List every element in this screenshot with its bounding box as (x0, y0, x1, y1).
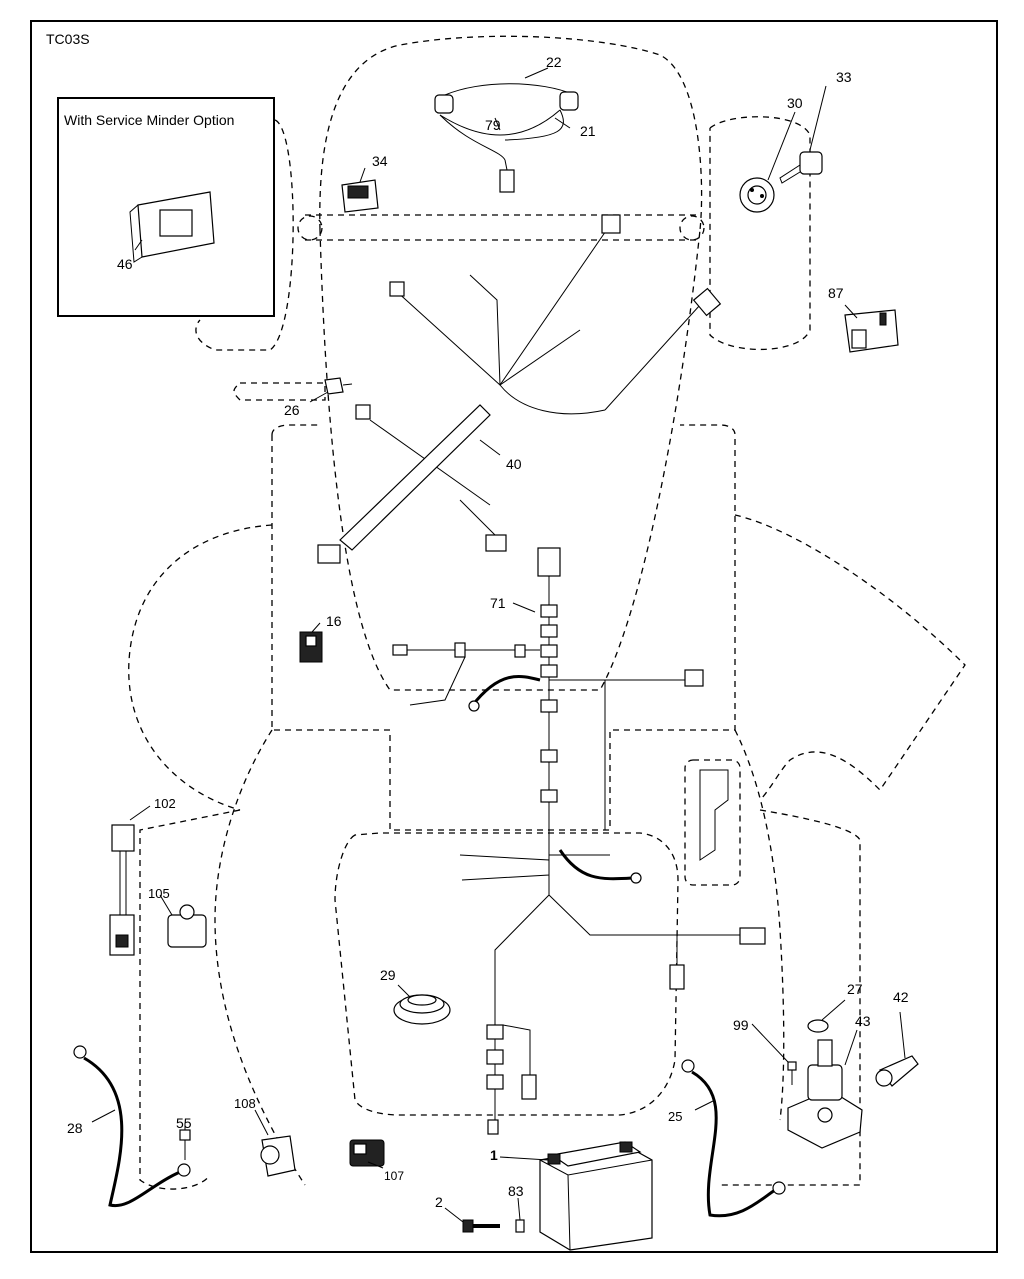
inset-title: With Service Minder Option (64, 112, 234, 128)
diagram-frame (30, 20, 998, 1253)
hour-meter-46-inset (129, 191, 215, 263)
callout-16: 16 (326, 613, 342, 629)
harness-71 (392, 547, 704, 870)
lower-harness (459, 849, 766, 1135)
callout-28: 28 (67, 1120, 83, 1136)
callout-34: 34 (372, 153, 388, 169)
switch-87 (844, 309, 899, 353)
callout-26: 26 (284, 402, 300, 418)
callout-105: 105 (148, 886, 170, 901)
callout-1: 1 (490, 1147, 498, 1163)
fuse-26 (324, 377, 353, 395)
callout-102: 102 (154, 796, 176, 811)
main-harness-40 (317, 214, 722, 564)
cable-102 (109, 824, 135, 956)
callout-40: 40 (506, 456, 522, 472)
switch-108 (260, 1135, 296, 1177)
boot-42 (875, 1055, 919, 1087)
solenoid-105 (167, 904, 207, 948)
connector-16 (299, 631, 323, 663)
callout-29: 29 (380, 967, 396, 983)
callout-87: 87 (828, 285, 844, 301)
callout-108: 108 (234, 1096, 256, 1111)
callout-79: 79 (485, 117, 501, 133)
screw-99 (787, 1061, 797, 1085)
diagram-code: TC03S (46, 31, 90, 47)
callout-27: 27 (847, 981, 863, 997)
bolt-2 (462, 1219, 500, 1233)
headlight-harness (434, 83, 579, 193)
callout-42: 42 (893, 989, 909, 1005)
solenoid-43 (787, 1039, 863, 1149)
callout-107: 107 (384, 1169, 404, 1183)
tractor-outline (128, 35, 966, 1190)
ignition-switch-30 (739, 177, 775, 213)
callout-83: 83 (508, 1183, 524, 1199)
callout-71: 71 (490, 595, 506, 611)
battery-cable-25 (681, 1059, 786, 1218)
callout-43: 43 (855, 1013, 871, 1029)
switch-34 (341, 179, 379, 213)
callout-99: 99 (733, 1017, 749, 1033)
key-33 (779, 151, 823, 184)
callout-30: 30 (787, 95, 803, 111)
callout-25: 25 (668, 1109, 682, 1124)
nut-27 (807, 1019, 829, 1033)
leader-lines (91, 67, 906, 1223)
callout-22: 22 (546, 54, 562, 70)
inset-callout-46: 46 (117, 256, 133, 272)
battery-1 (539, 1141, 653, 1251)
callout-2: 2 (435, 1194, 443, 1210)
callout-21: 21 (580, 123, 596, 139)
part-29 (393, 994, 451, 1025)
callout-55: 55 (176, 1115, 192, 1131)
battery-cable-28 (73, 1045, 191, 1208)
relay-107 (349, 1139, 385, 1167)
callout-33: 33 (836, 69, 852, 85)
